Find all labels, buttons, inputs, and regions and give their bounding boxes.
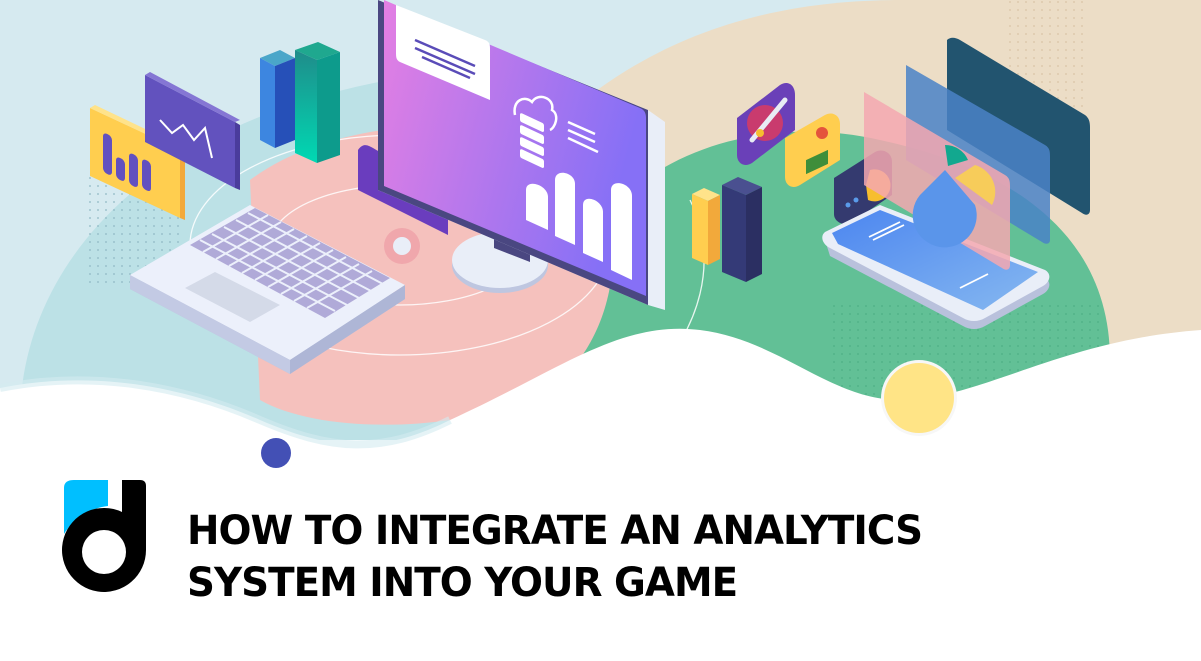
pie-chart-hologram [912, 144, 996, 248]
devtodev-logo [62, 480, 147, 592]
line-chart-card [145, 72, 240, 190]
logo-d-shape [62, 480, 147, 592]
smartphone-illustration [822, 205, 1050, 329]
3d-bar-columns [260, 42, 340, 163]
hologram-panels [864, 37, 1090, 270]
laptop-illustration [130, 205, 405, 374]
article-title: HOW TO INTEGRATE AN ANALYTICS SYSTEM INT… [187, 505, 945, 609]
monitor-dashboard-illustration [378, 0, 665, 310]
title-line-1: HOW TO INTEGRATE AN ANALYTICS [187, 508, 923, 554]
3d-column-pair [692, 177, 762, 282]
title-line-2: SYSTEM INTO YOUR GAME [187, 560, 738, 606]
